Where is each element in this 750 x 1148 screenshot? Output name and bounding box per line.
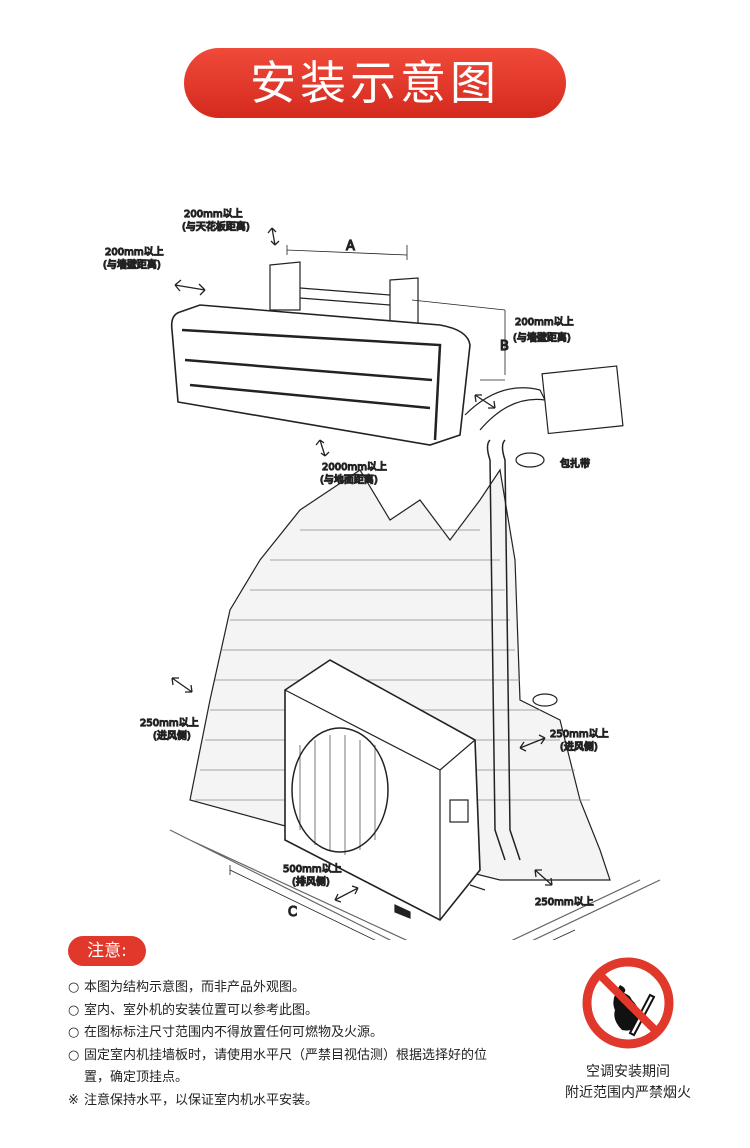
notice-list: ○本图为结构示意图，而非产品外观图。 ○室内、室外机的安装位置可以参考此图。 ○… <box>68 977 488 1112</box>
notice-item: ※ 注意保持水平，以保证室内机水平安装。 <box>68 1090 488 1113</box>
notice-item: ○室内、室外机的安装位置可以参考此图。 <box>68 1000 488 1023</box>
no-fire-caption: 空调安装期间 附近范围内严禁烟火 <box>548 1062 708 1104</box>
notice-item: ○ 本图为结构示意图，而非产品外观图。 <box>68 977 488 1000</box>
right-intake-note: (进风侧) <box>560 740 598 753</box>
outdoor-unit <box>284 659 486 922</box>
bullet: ○ <box>68 980 80 995</box>
notice-text: 本图为结构示意图，而非产品外观图。 <box>84 980 306 995</box>
bullet: ○ <box>68 1025 80 1040</box>
left-intake-note: (进风侧) <box>153 729 191 742</box>
right-wall-clearance-label: 200mm以上 <box>515 316 574 328</box>
ground-outline <box>169 829 661 940</box>
notice-text: 固定室内机挂墙板时，请使用水平尺（严禁目视估测）根据选择好的位置，确定顶挂点。 <box>84 1047 488 1086</box>
notice-text: 注意保持水平，以保证室内机水平安装。 <box>84 1092 319 1108</box>
no-fire-caption-line2: 附近范围内严禁烟火 <box>565 1085 691 1101</box>
notice-badge: 注意: <box>68 936 146 966</box>
notice-item: ○固定室内机挂墙板时，请使用水平尺（严禁目视估测）根据选择好的位置，确定顶挂点。 <box>68 1045 488 1090</box>
exhaust-note: (排风侧) <box>292 875 330 888</box>
side-clearance-label: 250mm以上 <box>535 896 594 908</box>
no-fire-caption-line1: 空调安装期间 <box>586 1064 670 1080</box>
bullet: ○ <box>68 1047 80 1063</box>
junction-box <box>541 365 624 435</box>
right-intake-label: 250mm以上 <box>550 728 609 740</box>
ceiling-clearance-note: (与天花板距离) <box>182 220 250 233</box>
left-wall-clearance-note: (与墙壁距离) <box>103 258 161 271</box>
tape-roll <box>532 693 558 707</box>
dimension-a: A <box>346 239 355 254</box>
dimension-b: B <box>500 339 509 354</box>
notice-item: ○ 在图标标注尺寸范围内不得放置任何可燃物及火源。 <box>68 1022 488 1045</box>
installation-diagram: 200mm以上 (与天花板距离) 200mm以上 (与墙壁距离) A 200mm… <box>102 207 661 940</box>
indoor-unit <box>170 261 471 446</box>
floor-clearance-note: (与地面距离) <box>320 473 378 486</box>
dimension-c: C <box>288 905 297 920</box>
left-intake-label: 250mm以上 <box>140 717 199 729</box>
exhaust-label: 500mm以上 <box>283 863 342 875</box>
refrigerant-pipe <box>486 439 521 861</box>
notice-text: 在图标标注尺寸范围内不得放置任何可燃物及火源。 <box>84 1025 384 1040</box>
tape-label: 包扎带 <box>560 457 590 470</box>
left-wall-clearance-label: 200mm以上 <box>105 246 164 258</box>
bullet: ※ <box>68 1092 79 1108</box>
tape-roll <box>515 452 545 468</box>
floor-clearance-label: 2000mm以上 <box>322 461 387 473</box>
no-fire-sign-icon <box>582 957 674 1049</box>
double-arrow-icons <box>171 227 553 903</box>
notice-text: 室内、室外机的安装位置可以参考此图。 <box>84 1002 319 1018</box>
ceiling-clearance-label: 200mm以上 <box>184 208 243 220</box>
page-title: 安装示意图 <box>184 48 566 118</box>
right-wall-clearance-note: (与墙壁距离) <box>513 331 571 344</box>
bullet: ○ <box>68 1002 80 1018</box>
